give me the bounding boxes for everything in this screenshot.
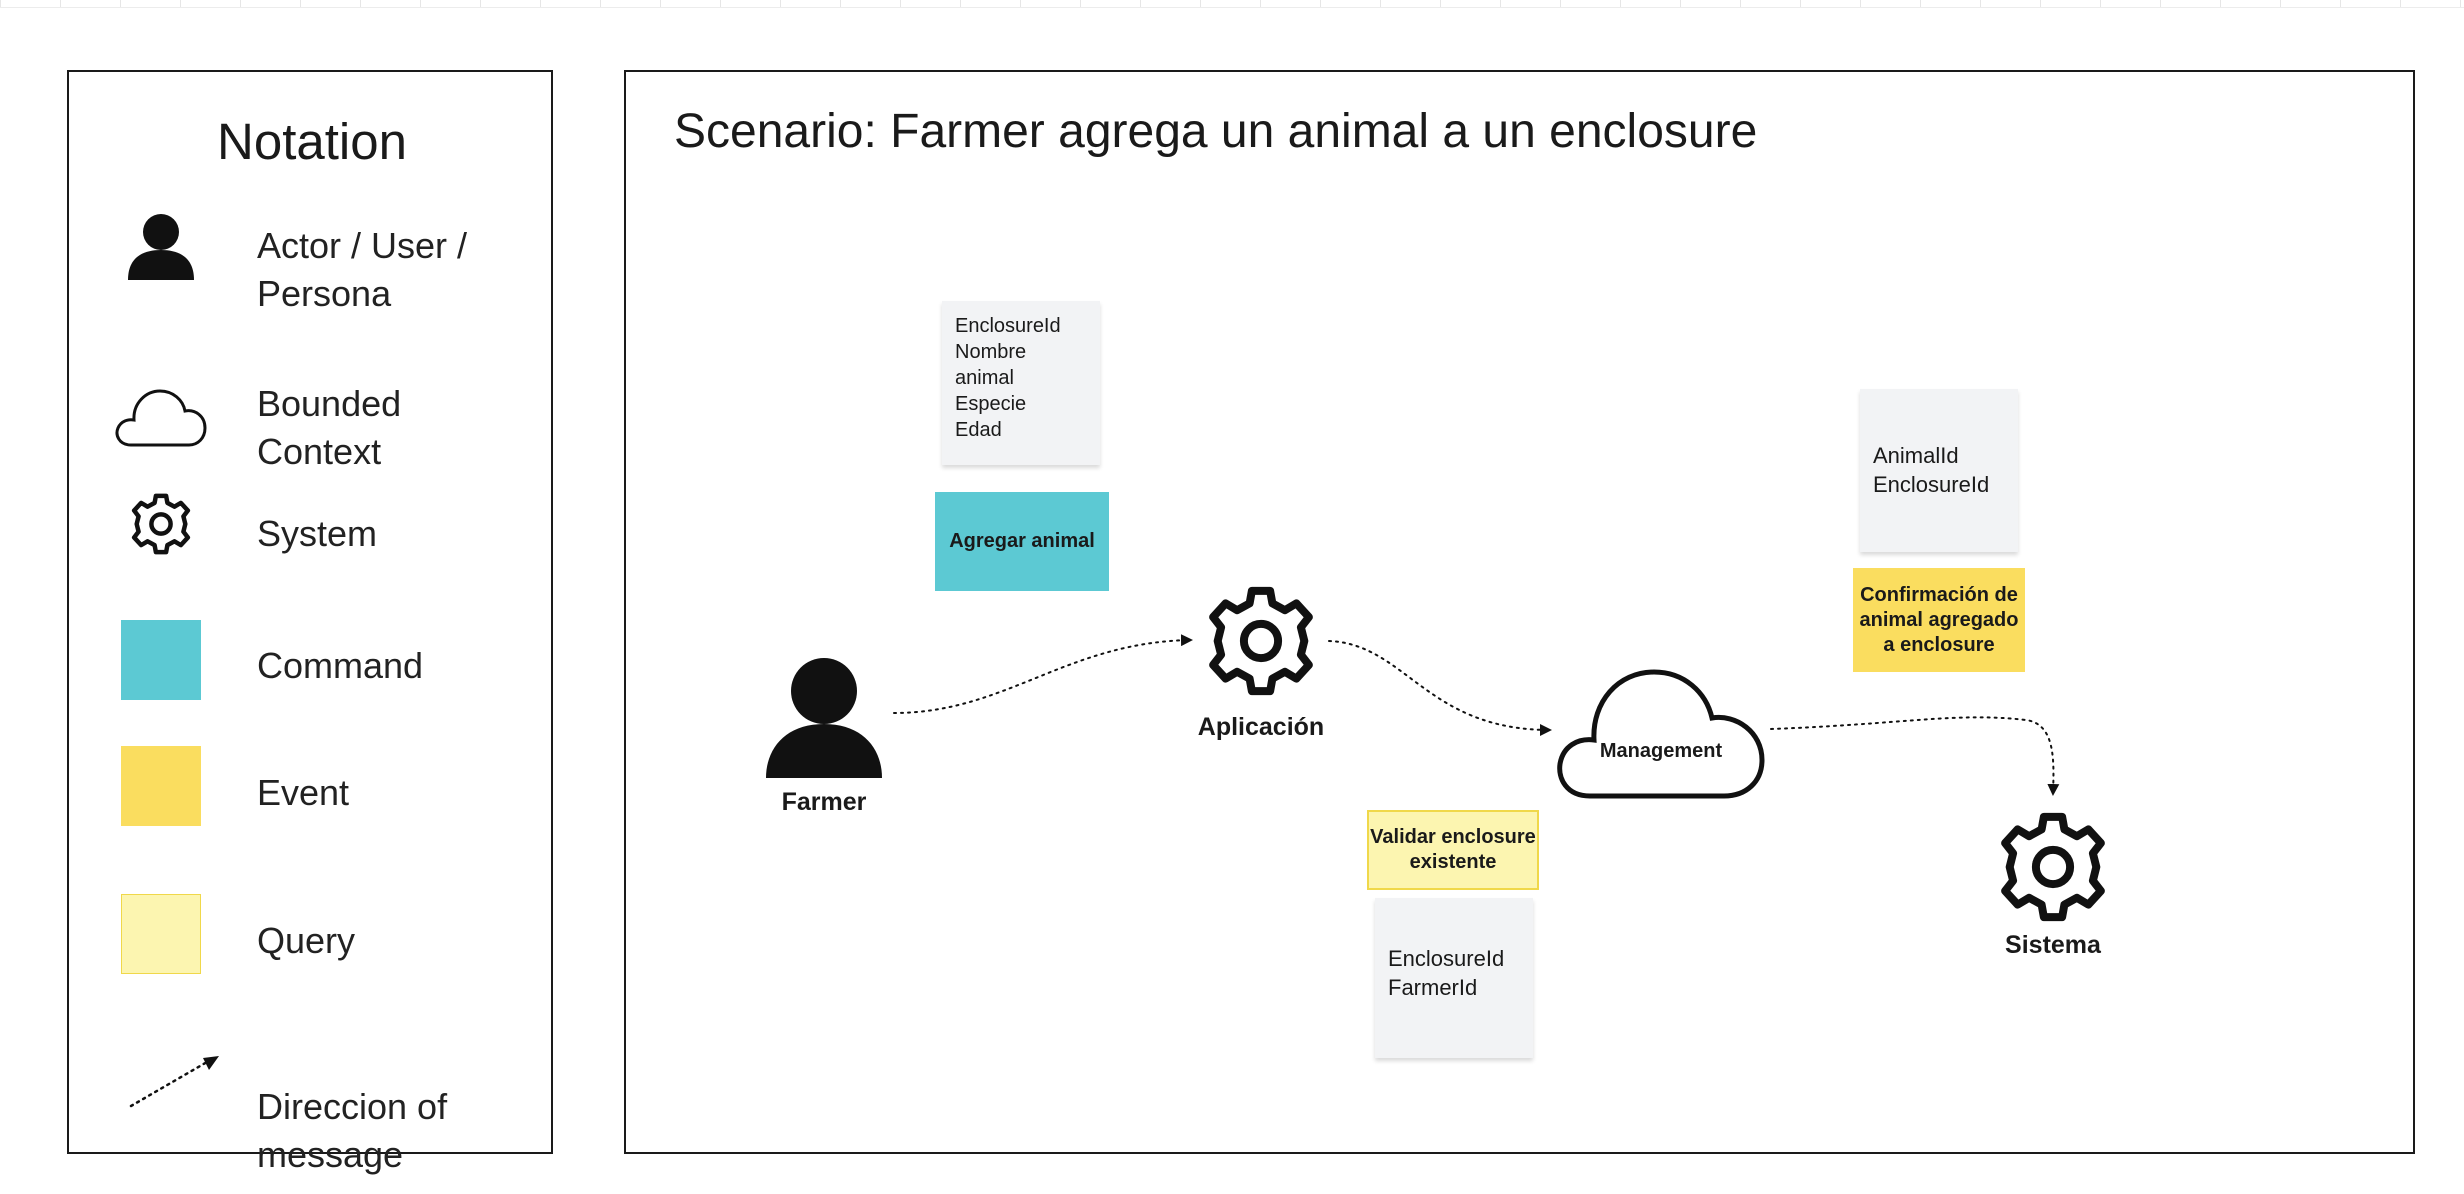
legend-label-command: Command [257, 645, 424, 686]
system-label-aplicacion: Aplicación [1197, 713, 1325, 741]
legend-label-actor: Actor / User / Persona [257, 225, 468, 314]
legend-label-direction: Direccion of message [257, 1086, 448, 1175]
arrow-management-to-sistema [1770, 716, 2060, 796]
query-data-note[interactable]: EnclosureId FarmerId [1375, 898, 1533, 1058]
arrow-aplicacion-to-management [1328, 640, 1552, 736]
legend-label-bounded-context: Bounded Context [257, 383, 402, 472]
command-data-note[interactable]: EnclosureId Nombre animal Especie Edad [942, 301, 1100, 465]
arrow-farmer-to-aplicacion [893, 634, 1193, 714]
person-icon[interactable] [764, 656, 884, 780]
gear-icon [131, 493, 191, 555]
event-confirmacion[interactable]: Confirmación de animal agregado a enclos… [1853, 568, 2025, 672]
bounded-context-label-management: Management [1599, 740, 1723, 762]
scenario-frame[interactable]: Scenario: Farmer agrega un animal a un e… [624, 70, 2415, 1154]
legend-label-query: Query [257, 920, 356, 961]
legend-title: Notation [217, 113, 407, 170]
event-swatch [121, 746, 201, 826]
query-validar-enclosure[interactable]: Validar enclosure existente [1367, 810, 1539, 890]
canvas-top-grid [0, 0, 2464, 8]
command-agregar-animal[interactable]: Agregar animal [935, 492, 1109, 591]
gear-icon[interactable] [1204, 584, 1318, 698]
actor-label-farmer: Farmer [781, 788, 867, 816]
message-flow-connectors [893, 634, 2060, 796]
notation-legend[interactable]: Notation Actor / User / Persona Bounded … [67, 70, 553, 1175]
person-icon [128, 214, 194, 280]
gear-icon[interactable] [1996, 810, 2110, 924]
legend-label-event: Event [257, 772, 350, 813]
query-swatch [121, 894, 201, 974]
system-label-sistema: Sistema [2005, 931, 2101, 959]
event-data-note[interactable]: AnimalId EnclosureId [1860, 389, 2018, 552]
legend-label-system: System [257, 513, 378, 554]
scenario-title: Scenario: Farmer agrega un animal a un e… [674, 105, 1758, 158]
cloud-icon[interactable] [1556, 666, 1766, 802]
dotted-arrow-icon [129, 1056, 219, 1108]
command-swatch [121, 620, 201, 700]
cloud-icon [115, 389, 207, 447]
